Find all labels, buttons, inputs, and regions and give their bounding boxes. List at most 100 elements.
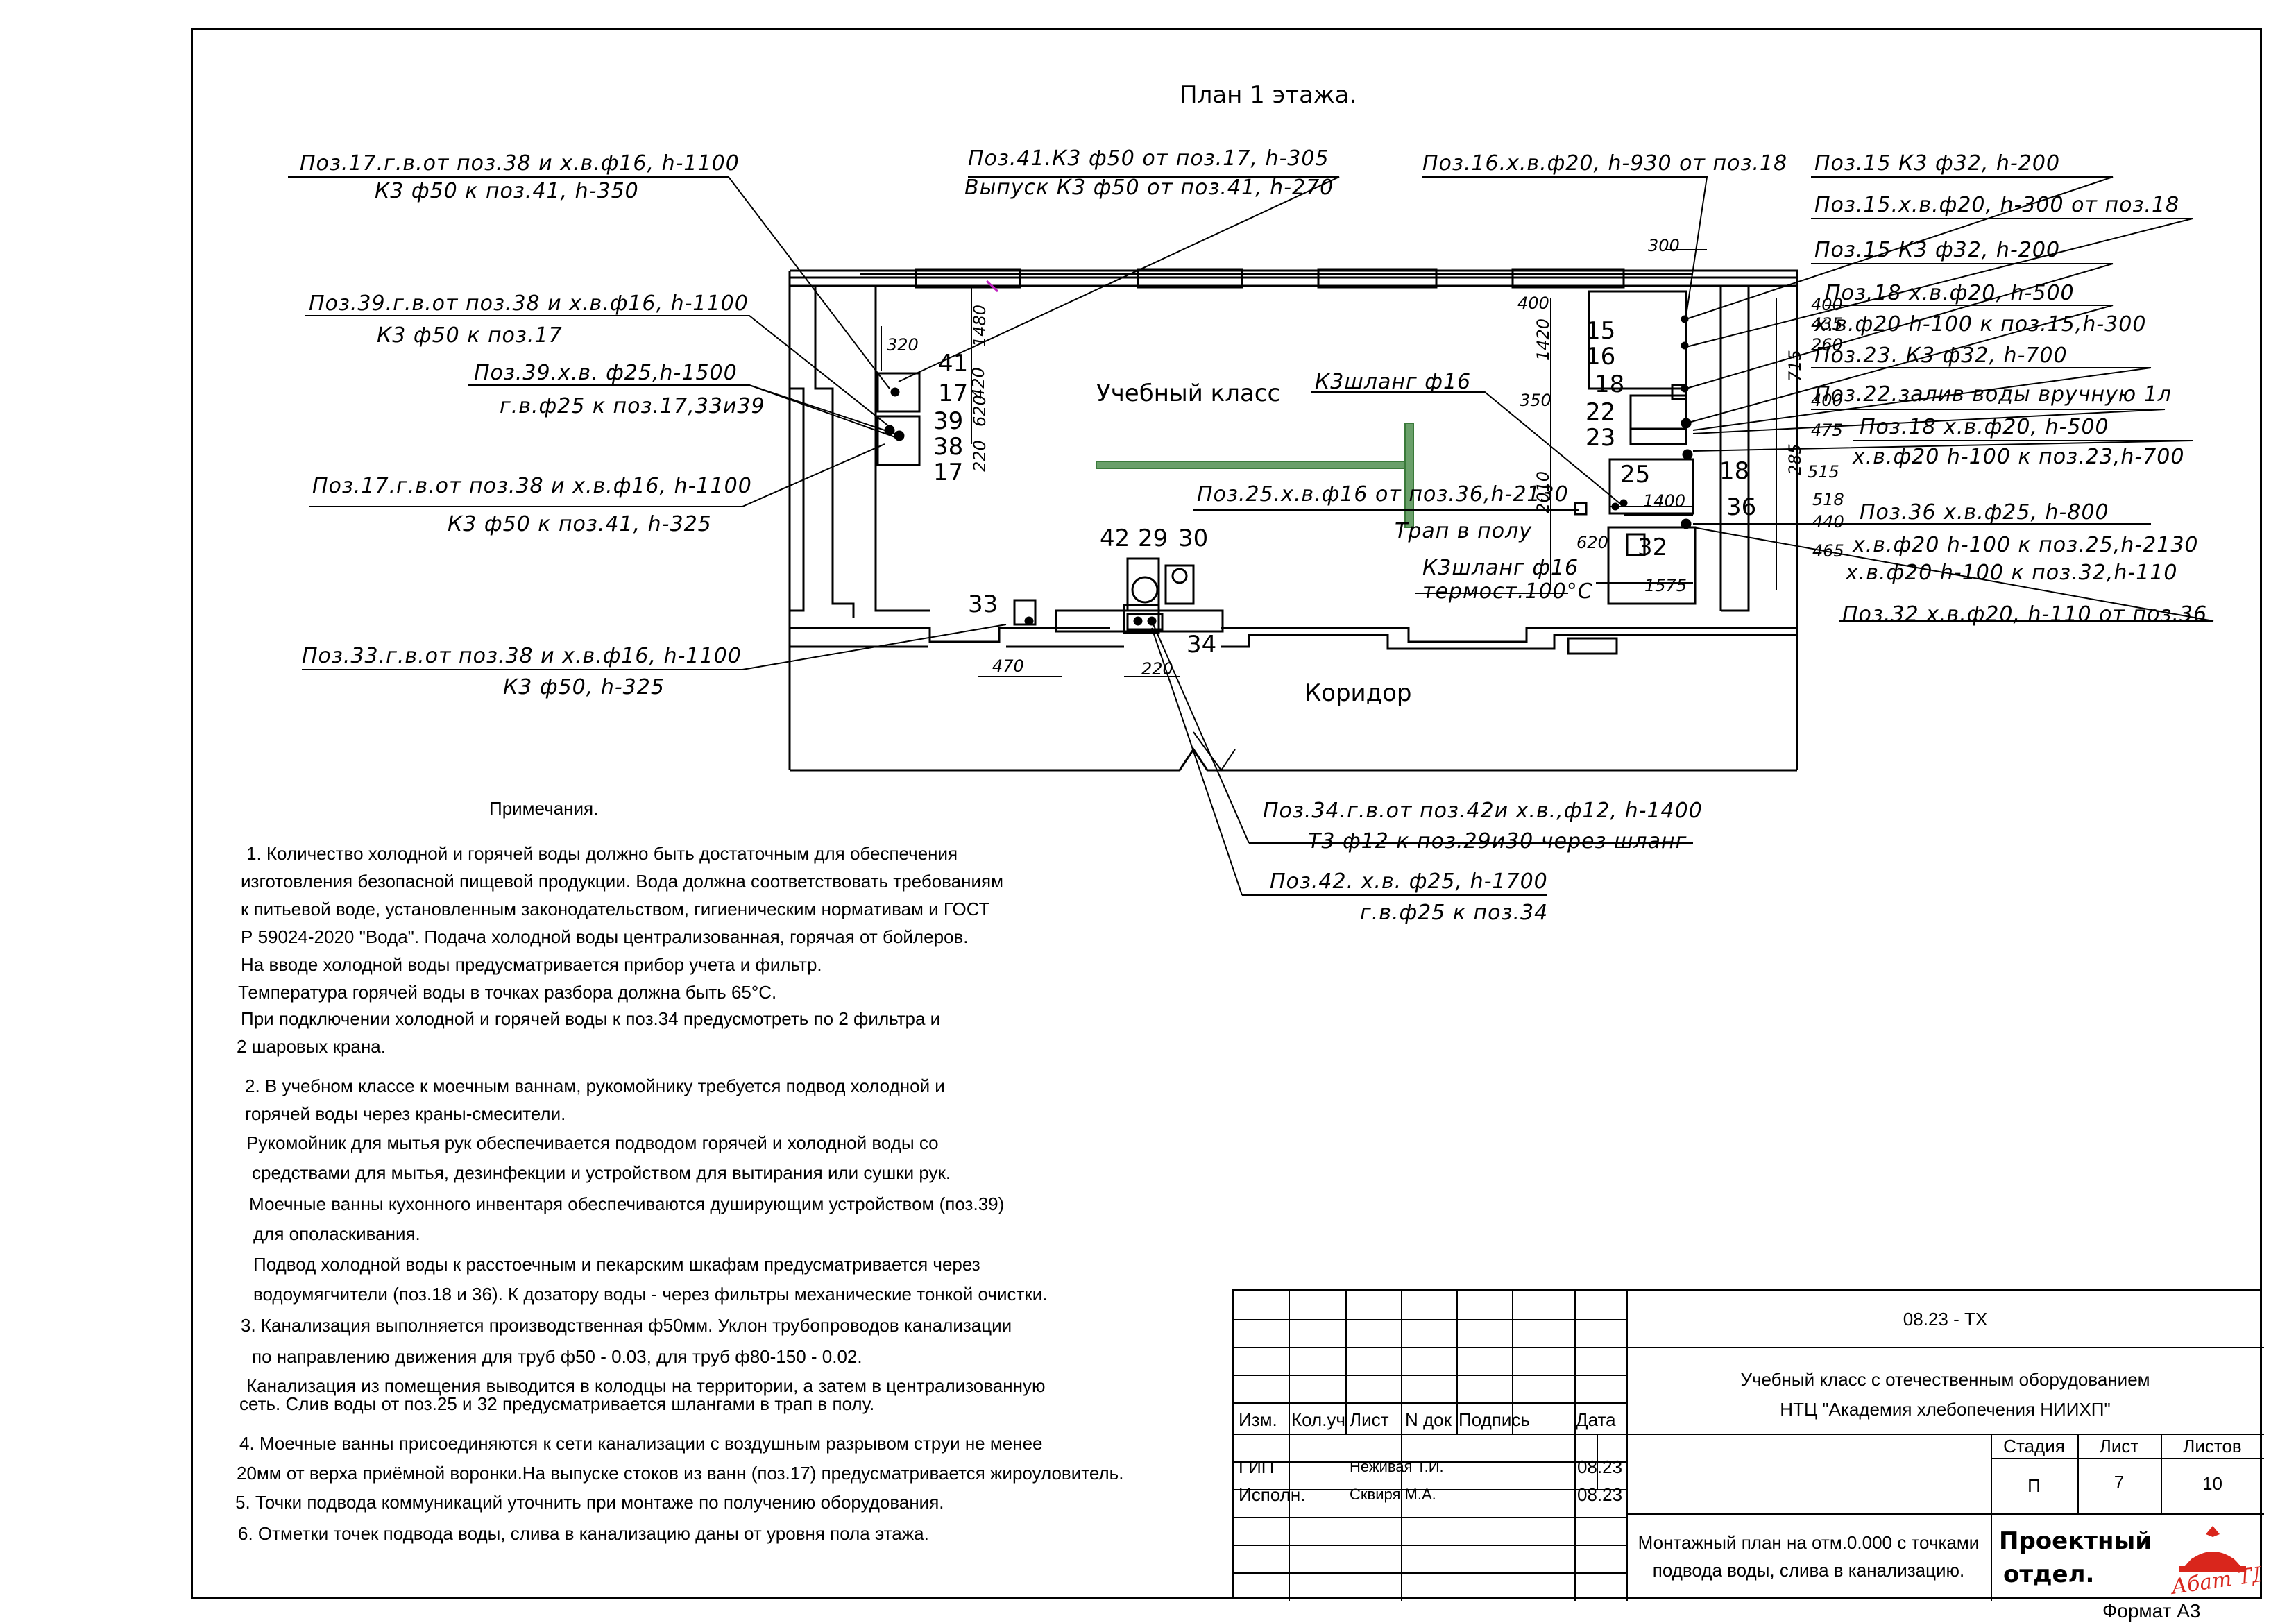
dept-line-1: Проектный	[1999, 1527, 2152, 1555]
callout-39-2: К3 ф50 к поз.17	[377, 323, 563, 348]
dim-1420: 1420	[1533, 318, 1553, 361]
dim-515: 515	[1808, 462, 1839, 482]
date-isp: 08.23	[1577, 1484, 1623, 1505]
dim-2010: 2010	[1533, 471, 1553, 513]
left-equipment	[876, 372, 921, 466]
dim-350: 350	[1520, 391, 1551, 410]
stage-header: Стадия	[2003, 1436, 2065, 1456]
name-isp: Сквиря М.А.	[1350, 1486, 1436, 1503]
dim-220v: 220	[970, 440, 989, 472]
dim-475: 475	[1811, 420, 1843, 440]
pos-36: 36	[1726, 493, 1756, 521]
date-gip: 08.23	[1577, 1456, 1623, 1477]
note-line: Подвод холодной воды к расстоечным и пек…	[253, 1254, 980, 1275]
callout-25: Поз.25.х.в.ф16 от поз.36,h-2130	[1197, 482, 1569, 507]
sheets-value: 10	[2202, 1473, 2222, 1494]
pos-22: 22	[1585, 398, 1615, 426]
callout-18b-1: Поз.18 х.в.ф20, h-500	[1860, 415, 2109, 439]
dim-220h: 220	[1141, 659, 1173, 679]
callout-36-2: х.в.ф20 h-100 к поз.25,h-2130	[1852, 533, 2199, 557]
callout-thermo: термост.100°С	[1422, 579, 1593, 604]
callout-34-2: Т3 ф12 к поз.29и30 через шланг	[1308, 829, 1687, 853]
pos-25: 25	[1620, 461, 1650, 488]
callout-36-3: х.в.ф20 h-100 к поз.32,h-110	[1845, 561, 2177, 585]
dim-400c: 400	[1811, 391, 1843, 410]
dim-715: 715	[1785, 350, 1805, 382]
dim-420: 420	[969, 367, 988, 399]
green-partition	[1096, 423, 1414, 528]
callout-39b-2: г.в.ф25 к поз.17,33и39	[500, 394, 765, 418]
callout-18b-2: х.в.ф20 h-100 к поз.23,h-700	[1852, 445, 2184, 469]
dim-440: 440	[1812, 512, 1844, 532]
callout-23: Поз.23. К3 ф32, h-700	[1814, 343, 2068, 368]
callout-18a-1: Поз.18 х.в.ф20, h-500	[1825, 281, 2075, 305]
callout-33-1: Поз.33.г.в.от поз.38 и х.в.ф16, h-1100	[302, 644, 742, 668]
note-line: 2 шаровых крана.	[237, 1036, 386, 1057]
note-line: Рукомойник для мытья рук обеспечивается …	[246, 1132, 939, 1153]
callout-hose-bot: К3шланг ф16	[1422, 556, 1579, 580]
project-line-2: НТЦ "Академия хлебопечения НИИХП"	[1780, 1399, 2111, 1420]
dim-400a: 400	[1517, 294, 1549, 313]
callout-hose-top: К3шланг ф16	[1315, 370, 1471, 394]
col-podp: Подпись	[1459, 1409, 1530, 1430]
drawing-title-2: подвода воды, слива в канализацию.	[1652, 1560, 1965, 1581]
note-line: Канализация из помещения выводится в кол…	[246, 1375, 1046, 1396]
stage-value: П	[2027, 1475, 2041, 1496]
dim-1575: 1575	[1644, 576, 1687, 595]
note-line: Температура горячей воды в точках разбор…	[238, 982, 777, 1003]
abat-logo: Абат ТД	[2168, 1526, 2261, 1599]
dim-620b: 620	[1576, 533, 1608, 552]
notes-heading: Примечания.	[489, 798, 599, 819]
note-line: Р 59024-2020 "Вода". Подача холодной вод…	[241, 926, 969, 947]
pos-23: 23	[1585, 424, 1615, 452]
pos-18b: 18	[1719, 457, 1749, 485]
project-line-1: Учебный класс с отечественным оборудован…	[1740, 1369, 2150, 1390]
pos-33: 33	[968, 590, 998, 618]
callout-33-2: К3 ф50, h-325	[503, 675, 665, 699]
sheet-value: 7	[2114, 1472, 2125, 1493]
callout-17-top-2: К3 ф50 к поз.41, h-350	[375, 179, 639, 203]
name-gip: Неживая Т.И.	[1350, 1458, 1444, 1475]
note-line: 6. Отметки точек подвода воды, слива в к…	[238, 1523, 929, 1544]
role-gip: ГИП	[1239, 1456, 1275, 1477]
room-classroom: Учебный класс	[1096, 380, 1280, 407]
dept-line-2: отдел.	[2003, 1561, 2095, 1588]
drawing-title-1: Монтажный план на отм.0.000 с точками	[1638, 1532, 1980, 1553]
pos-42: 42	[1100, 525, 1130, 552]
note-line: 1. Количество холодной и горячей воды до…	[246, 843, 958, 864]
callout-42-2: г.в.ф25 к поз.34	[1360, 901, 1548, 925]
callout-41-2: Выпуск К3 ф50 от поз.41, h-270	[964, 176, 1334, 200]
callout-39-1: Поз.39.г.в.от поз.38 и х.в.ф16, h-1100	[309, 291, 749, 316]
dim-260: 260	[1811, 335, 1843, 355]
dim-285: 285	[1785, 443, 1805, 475]
drawing-code: 08.23 - ТХ	[1903, 1309, 1988, 1329]
callout-18a-2: х.в.ф20 h-100 к поз.15,h-300	[1814, 312, 2146, 337]
pos-18a: 18	[1595, 371, 1624, 398]
col-kol: Кол.уч	[1291, 1409, 1345, 1430]
callout-15a: Поз.15 К3 ф32, h-200	[1814, 151, 2060, 176]
bottom-equipment	[1013, 502, 1588, 634]
callout-32: Поз.32 х.в.ф20, h-110 от поз.36	[1842, 602, 2207, 627]
walls	[788, 268, 1798, 772]
callout-39b-1: Поз.39.х.в. ф25,h-1500	[474, 361, 738, 385]
pos-39: 39	[933, 407, 963, 435]
format-label: Формат А3	[2102, 1600, 2201, 1622]
col-izm: Изм.	[1239, 1409, 1277, 1430]
callout-trap: Трап в полу	[1395, 519, 1532, 543]
pos-34: 34	[1187, 631, 1216, 658]
dim-435: 435	[1811, 314, 1843, 334]
pos-17a: 17	[938, 380, 968, 407]
dim-1400: 1400	[1643, 491, 1685, 511]
drawing-frame	[191, 28, 2262, 1599]
plan-title: План 1 этажа.	[1180, 81, 1357, 109]
pos-32: 32	[1638, 534, 1667, 561]
note-line: к питьевой воде, установленным законодат…	[241, 899, 990, 919]
note-line: средствами для мытья, дезинфекции и устр…	[252, 1162, 951, 1183]
col-list: Лист	[1350, 1409, 1389, 1430]
sheet-header: Лист	[2099, 1436, 2139, 1456]
callout-36-1: Поз.36 х.в.ф25, h-800	[1860, 500, 2109, 525]
dimension-lines	[860, 249, 1777, 677]
dim-470: 470	[992, 656, 1024, 676]
pos-38: 38	[933, 433, 963, 461]
